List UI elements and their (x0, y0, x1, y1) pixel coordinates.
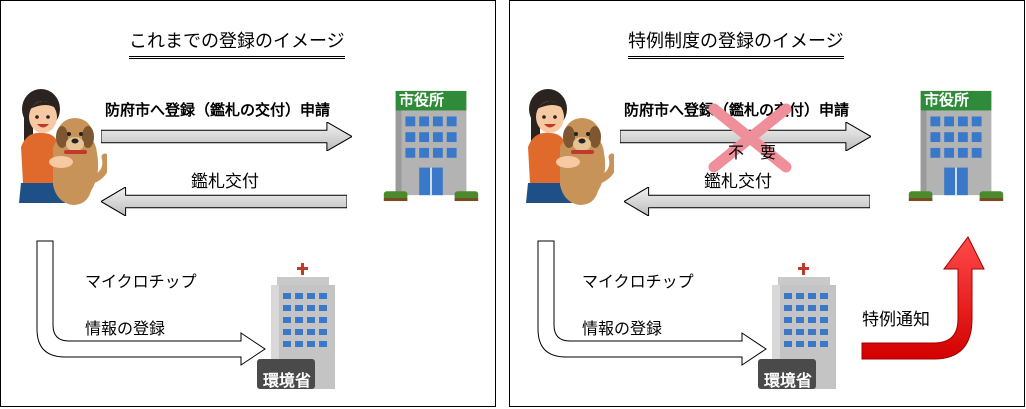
panel-special-registration: 特例制度の登録のイメージ 防府市へ登録（鑑札の交付）申請 不 要 市役所 鑑札交… (509, 0, 1025, 407)
person-with-dog-icon (524, 87, 614, 207)
panel-title: これまでの登録のイメージ (129, 27, 345, 59)
request-label: 防府市へ登録（鑑札の交付）申請 (105, 99, 330, 120)
chip-label-line2: 情報の登録 (85, 315, 165, 339)
person-with-dog-icon (17, 87, 107, 207)
issue-arrow-icon (624, 187, 870, 216)
city-hall-sign: 市役所 (399, 89, 444, 110)
unneeded-label: 不 要 (728, 139, 776, 163)
issue-arrow-icon (101, 187, 347, 216)
ministry-sign: 環境省 (764, 367, 812, 391)
ministry-sign: 環境省 (263, 367, 311, 391)
panel-current-registration: これまでの登録のイメージ 防府市へ登録（鑑札の交付）申請 市役所 鑑札交付 マイ… (0, 0, 496, 407)
special-notice-arrow-icon (860, 235, 986, 363)
panel-title: 特例制度の登録のイメージ (628, 27, 844, 59)
chip-registration-arrow-icon (534, 237, 770, 369)
chip-label-line2: 情報の登録 (582, 315, 662, 339)
chip-registration-arrow-icon (33, 237, 269, 369)
chip-label-line1: マイクロチップ (582, 268, 694, 292)
city-hall-sign: 市役所 (924, 89, 969, 110)
request-arrow-icon (101, 122, 352, 151)
chip-label-line1: マイクロチップ (85, 268, 197, 292)
